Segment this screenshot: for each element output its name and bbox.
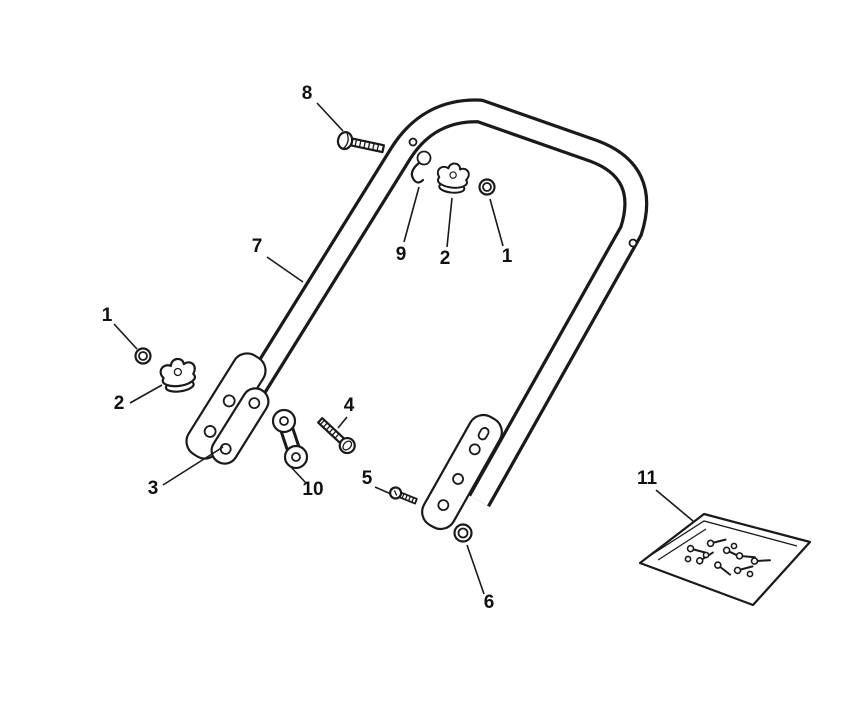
callout-7: 7 bbox=[252, 236, 304, 283]
cable-clip-ring bbox=[416, 150, 432, 166]
right-end-plate bbox=[421, 413, 503, 531]
bag-nut-2 bbox=[730, 542, 738, 550]
bag-screw-8 bbox=[750, 557, 771, 565]
callout-8-label: 8 bbox=[302, 83, 313, 104]
hardware-bag bbox=[638, 512, 812, 607]
cable-clip bbox=[410, 150, 432, 184]
left-knob-body bbox=[159, 357, 196, 388]
bag-screw-1 bbox=[686, 544, 707, 554]
mid-bolt bbox=[317, 417, 356, 455]
callout-8-leader bbox=[316, 102, 344, 132]
callout-6: 6 bbox=[466, 544, 495, 613]
bag-nut-3 bbox=[746, 570, 754, 578]
callout-5: 5 bbox=[362, 468, 392, 495]
callout-1-left: 1 bbox=[102, 305, 138, 350]
upper-bolt-head-edge bbox=[342, 132, 349, 149]
callout-2-left-label: 2 bbox=[114, 393, 125, 414]
bag-screw-6 bbox=[714, 561, 732, 576]
callout-6-label: 6 bbox=[484, 592, 495, 613]
callout-2-left: 2 bbox=[114, 384, 163, 414]
lower-flange-nut bbox=[453, 523, 473, 543]
link-hole-upper bbox=[279, 416, 289, 426]
right-end-plate-hole-2 bbox=[452, 473, 464, 485]
callout-6-leader bbox=[466, 544, 485, 595]
upper-wing-knob bbox=[436, 162, 470, 194]
callout-5-label: 5 bbox=[362, 468, 373, 489]
tube-hole-top-right bbox=[628, 238, 638, 248]
upper-bolt-threads bbox=[354, 139, 380, 152]
bracket-plate-hole-1 bbox=[219, 442, 232, 455]
callout-11: 11 bbox=[637, 468, 694, 522]
hardware-bag-contents bbox=[684, 538, 771, 578]
left-knob-center-detail bbox=[173, 367, 183, 377]
left-nut-inner bbox=[138, 351, 148, 361]
right-end-plate-slot bbox=[477, 427, 490, 441]
bracket-plate-hole-2 bbox=[248, 397, 261, 410]
mid-bolt-threads bbox=[319, 419, 340, 439]
cable-clip-hook bbox=[410, 161, 425, 184]
hardware-bag-fold-2 bbox=[657, 528, 707, 561]
lower-screw-slot bbox=[393, 490, 398, 496]
callout-1-left-label: 1 bbox=[102, 305, 113, 326]
right-end-plate-hole-3 bbox=[468, 443, 481, 456]
callout-1-upper: 1 bbox=[489, 198, 513, 267]
link-hole-lower bbox=[291, 452, 301, 462]
right-end-plate-hole-1 bbox=[437, 499, 450, 512]
left-end-plate-hole-1 bbox=[203, 425, 217, 438]
handle-tube bbox=[216, 98, 649, 508]
link-plate bbox=[271, 408, 309, 470]
callout-2-upper: 2 bbox=[440, 197, 453, 269]
lower-screw-threads bbox=[401, 493, 415, 503]
callout-3-label: 3 bbox=[148, 478, 159, 499]
callout-8: 8 bbox=[302, 83, 344, 132]
bag-nut-1 bbox=[702, 551, 710, 559]
callout-7-label: 7 bbox=[252, 236, 263, 257]
callout-1-upper-leader bbox=[489, 198, 504, 247]
hardware-bag-outline bbox=[638, 512, 812, 607]
bag-screw-5 bbox=[735, 552, 756, 560]
callout-9-label: 9 bbox=[396, 244, 407, 265]
tube-hole-top-left bbox=[408, 137, 418, 147]
upper-knob-body bbox=[436, 162, 470, 189]
callout-3-leader bbox=[162, 446, 224, 486]
bag-screw-7 bbox=[733, 565, 754, 575]
upper-knob-center-detail bbox=[449, 171, 457, 179]
callout-4-label: 4 bbox=[344, 395, 355, 416]
callout-1-upper-label: 1 bbox=[502, 246, 513, 267]
callout-5-leader bbox=[374, 486, 392, 495]
left-end-plate-hole-2 bbox=[222, 394, 236, 408]
handle-tube-inner bbox=[219, 101, 646, 506]
upper-bolt bbox=[336, 131, 386, 154]
callout-9: 9 bbox=[396, 186, 420, 265]
left-flange-nut bbox=[134, 347, 152, 365]
bag-nut-4 bbox=[684, 555, 692, 563]
callout-2-left-leader bbox=[129, 384, 163, 404]
callout-1-left-leader bbox=[113, 323, 138, 350]
callout-2-upper-label: 2 bbox=[440, 248, 451, 269]
callout-7-leader bbox=[266, 256, 304, 283]
lower-nut-inner bbox=[457, 527, 469, 539]
callout-10: 10 bbox=[289, 465, 324, 500]
callout-4-leader bbox=[337, 416, 348, 429]
callout-11-leader bbox=[655, 489, 694, 522]
left-wing-knob bbox=[159, 357, 196, 393]
callout-3: 3 bbox=[148, 446, 224, 499]
callout-9-leader bbox=[403, 186, 420, 243]
hardware-bag-fold-1 bbox=[647, 520, 798, 558]
upper-nut-inner bbox=[482, 182, 492, 192]
upper-flange-nut bbox=[478, 178, 496, 196]
callout-2-upper-leader bbox=[446, 197, 453, 248]
callout-11-label: 11 bbox=[637, 468, 658, 489]
mid-bolt-head-detail bbox=[342, 440, 353, 451]
callout-10-leader bbox=[289, 465, 307, 484]
callout-4: 4 bbox=[337, 395, 355, 429]
lower-screw bbox=[388, 486, 418, 505]
bag-screw-2 bbox=[706, 538, 727, 548]
callout-10-label: 10 bbox=[302, 479, 323, 500]
bracket-plate bbox=[210, 387, 270, 465]
